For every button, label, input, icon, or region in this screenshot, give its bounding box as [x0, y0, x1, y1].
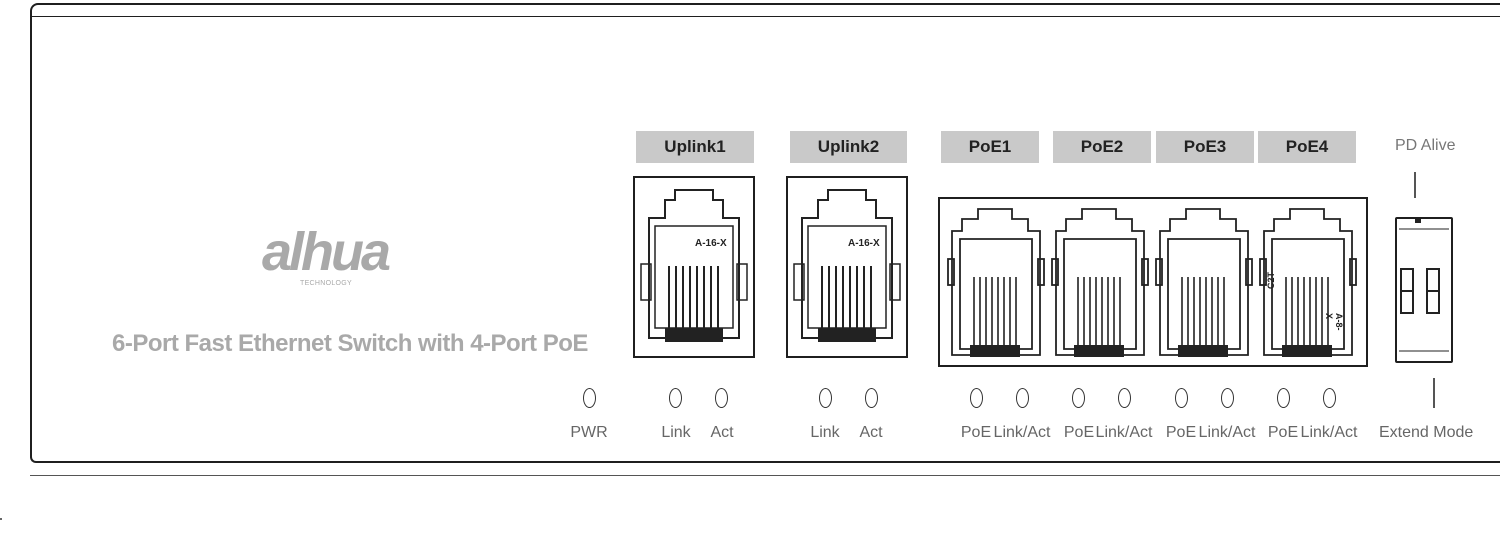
poe3-poe-label: PoE — [1165, 424, 1197, 441]
poe2-linkact-label: Link/Act — [1095, 424, 1153, 441]
poe4-label: PoE4 — [1258, 131, 1356, 163]
chassis-bottom-edge — [30, 464, 1500, 476]
extend-mode-label: Extend Mode — [1379, 424, 1474, 441]
poe2-port[interactable] — [1050, 205, 1146, 365]
uplink2-link-label: Link — [810, 424, 840, 441]
uplink2-port[interactable]: A-16-X — [786, 176, 908, 358]
uplink2-jack-text: A-16-X — [848, 238, 880, 249]
poe3-linkact-label: Link/Act — [1198, 424, 1256, 441]
uplink1-port[interactable]: A-16-X — [633, 176, 755, 358]
poe1-label: PoE1 — [941, 131, 1039, 163]
dip-switch-icon — [1399, 219, 1449, 352]
uplink2-link-led — [819, 388, 832, 408]
uplink1-link-label: Link — [661, 424, 691, 441]
poe2-label: PoE2 — [1053, 131, 1151, 163]
poe3-port[interactable] — [1154, 205, 1250, 365]
pwr-led — [583, 388, 596, 408]
chassis-top-edge — [30, 3, 1500, 17]
uplink2-label: Uplink2 — [790, 131, 907, 163]
poe2-poe-led — [1072, 388, 1085, 408]
poe-port-block: C2T A-8-X — [938, 197, 1368, 367]
poe2-poe-label: PoE — [1063, 424, 1095, 441]
switch-chassis — [30, 17, 1500, 463]
dahua-logo: alhua TECHNOLOGY — [262, 222, 412, 294]
uplink2-act-label: Act — [859, 424, 883, 441]
poe1-port[interactable] — [946, 205, 1042, 365]
poe4-poe-led — [1277, 388, 1290, 408]
poe4-poe-label: PoE — [1267, 424, 1299, 441]
product-name: 6-Port Fast Ethernet Switch with 4-Port … — [112, 330, 588, 357]
poe-jacks-icon — [947, 208, 1357, 357]
mode-dip-switch[interactable] — [1395, 217, 1453, 363]
rj45-jack-icon — [640, 189, 748, 342]
stray-mark — [0, 518, 2, 520]
pd-alive-label: PD Alive — [1395, 137, 1456, 154]
poe1-linkact-led — [1016, 388, 1029, 408]
poe4-port[interactable] — [1258, 205, 1354, 365]
poe2-linkact-led — [1118, 388, 1131, 408]
poe3-linkact-led — [1221, 388, 1234, 408]
uplink1-act-led — [715, 388, 728, 408]
pd-alive-indicator-line — [1414, 172, 1416, 198]
uplink1-label: Uplink1 — [636, 131, 754, 163]
uplink2-act-led — [865, 388, 878, 408]
logo-text: alhua — [262, 222, 391, 282]
uplink1-jack-text: A-16-X — [695, 238, 727, 249]
poe3-label: PoE3 — [1156, 131, 1254, 163]
pwr-led-label: PWR — [570, 424, 608, 441]
poe4-linkact-label: Link/Act — [1300, 424, 1358, 441]
extend-mode-indicator-line — [1433, 378, 1435, 408]
logo-subtitle: TECHNOLOGY — [300, 280, 353, 287]
poe3-poe-led — [1175, 388, 1188, 408]
poe4-linkact-led — [1323, 388, 1336, 408]
uplink1-link-led — [669, 388, 682, 408]
poe1-linkact-label: Link/Act — [993, 424, 1051, 441]
rj45-jack-icon — [793, 189, 901, 342]
poe1-poe-label: PoE — [960, 424, 992, 441]
poe1-poe-led — [970, 388, 983, 408]
uplink1-act-label: Act — [710, 424, 734, 441]
